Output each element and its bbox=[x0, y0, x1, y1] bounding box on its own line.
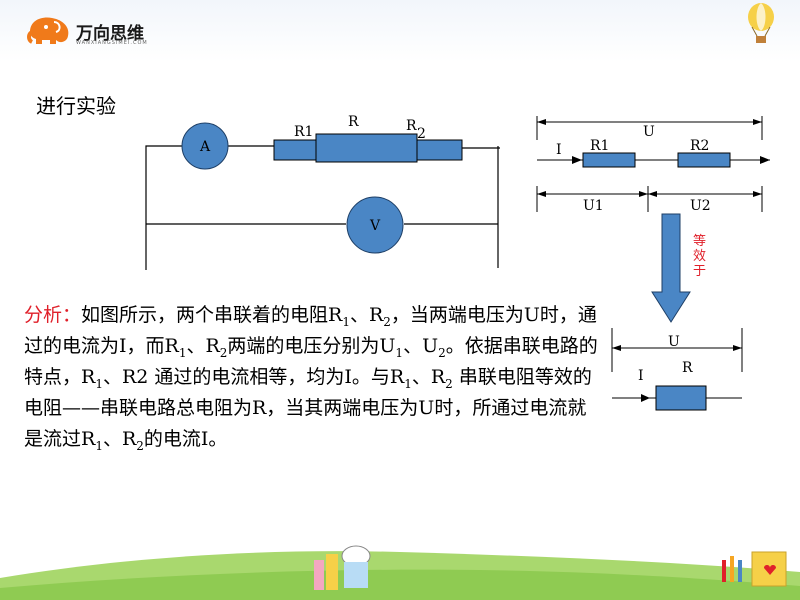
r2-subscript: 2 bbox=[417, 126, 426, 142]
equivalent-text: 等效于 bbox=[693, 234, 707, 279]
ammeter-circle bbox=[181, 122, 229, 170]
analysis-key: 分析： bbox=[24, 304, 82, 326]
analysis-text: 、R bbox=[411, 366, 446, 388]
top-banner bbox=[0, 0, 800, 62]
analysis-text: 两端的电压分别为U bbox=[227, 335, 396, 357]
subscript: 2 bbox=[383, 314, 391, 329]
experiment-circuit bbox=[145, 122, 500, 270]
subscript: 2 bbox=[219, 345, 228, 360]
series-i-label: I bbox=[556, 142, 562, 158]
analysis-text: 串联电阻等效的电阻——串联电路总电阻为R，当其两端电压为U时，所通过电流就是流过… bbox=[24, 366, 592, 450]
subscript: 2 bbox=[445, 376, 453, 391]
analysis-paragraph: 分析：如图所示，两个串联着的电阻R1、R2，当两端电压为U时，通过的电流为I，而… bbox=[24, 300, 604, 455]
resistor-r1 bbox=[273, 139, 317, 161]
analysis-text: 、R2 通过的电流相等，均为I。与R bbox=[102, 366, 405, 388]
analysis-text: 、R bbox=[186, 335, 220, 357]
series-u1-label: U1 bbox=[583, 198, 604, 214]
analysis-text: 、R bbox=[102, 428, 137, 450]
logo-name: 万向思维 bbox=[76, 24, 144, 44]
equivalent-r bbox=[655, 385, 707, 411]
analysis-text: 、R bbox=[349, 304, 384, 326]
subscript: 1 bbox=[95, 376, 103, 391]
equivalent-r-label: R bbox=[682, 360, 693, 376]
r-label: R bbox=[348, 114, 359, 130]
equivalent-u-label: U bbox=[668, 334, 680, 350]
experiment-heading: 进行实验 bbox=[36, 94, 116, 118]
subscript: 1 bbox=[395, 345, 404, 360]
voltmeter-circle bbox=[346, 196, 404, 254]
r2-label: R bbox=[406, 118, 417, 134]
hot-air-balloon-icon bbox=[748, 3, 774, 43]
analysis-text: 的电流I。 bbox=[143, 428, 228, 450]
equivalent-i-label: I bbox=[638, 368, 644, 384]
series-u-label: U bbox=[643, 124, 655, 140]
voltmeter-label: V bbox=[369, 218, 381, 234]
analysis-text: 。依据串联电路的特点，R bbox=[24, 335, 598, 388]
logo-subtitle: WANXIANGSIMEI.COM bbox=[76, 40, 148, 46]
series-r2-label: R2 bbox=[690, 138, 709, 154]
resistor-r2 bbox=[416, 139, 463, 161]
elephant-logo-icon bbox=[27, 17, 69, 44]
series-u2-label: U2 bbox=[690, 198, 711, 214]
grass-hills-decoration bbox=[0, 545, 800, 600]
series-r1-label: R1 bbox=[590, 138, 609, 154]
subscript: 2 bbox=[136, 438, 144, 453]
analysis-text: ，当两端电压为U时，通过的电流为I，而R bbox=[24, 304, 597, 357]
subscript: 1 bbox=[342, 314, 350, 329]
subscript: 1 bbox=[178, 345, 187, 360]
r1-label: R1 bbox=[294, 124, 313, 140]
equivalent-arrow bbox=[651, 213, 691, 323]
subscript: 1 bbox=[404, 376, 412, 391]
subscript: 2 bbox=[438, 345, 446, 360]
ammeter-label: A bbox=[199, 139, 211, 155]
series-r2 bbox=[677, 152, 731, 168]
analysis-text: 、U bbox=[403, 335, 439, 357]
pencils-notebook-icon bbox=[722, 551, 787, 587]
series-r1 bbox=[582, 152, 636, 168]
subscript: 1 bbox=[95, 438, 103, 453]
analysis-text: 如图所示，两个串联着的电阻R bbox=[81, 304, 343, 326]
cartoon-characters-icon bbox=[314, 545, 371, 590]
resistor-r bbox=[315, 133, 418, 163]
series-diagram bbox=[536, 116, 770, 212]
equivalent-diagram bbox=[611, 328, 743, 411]
